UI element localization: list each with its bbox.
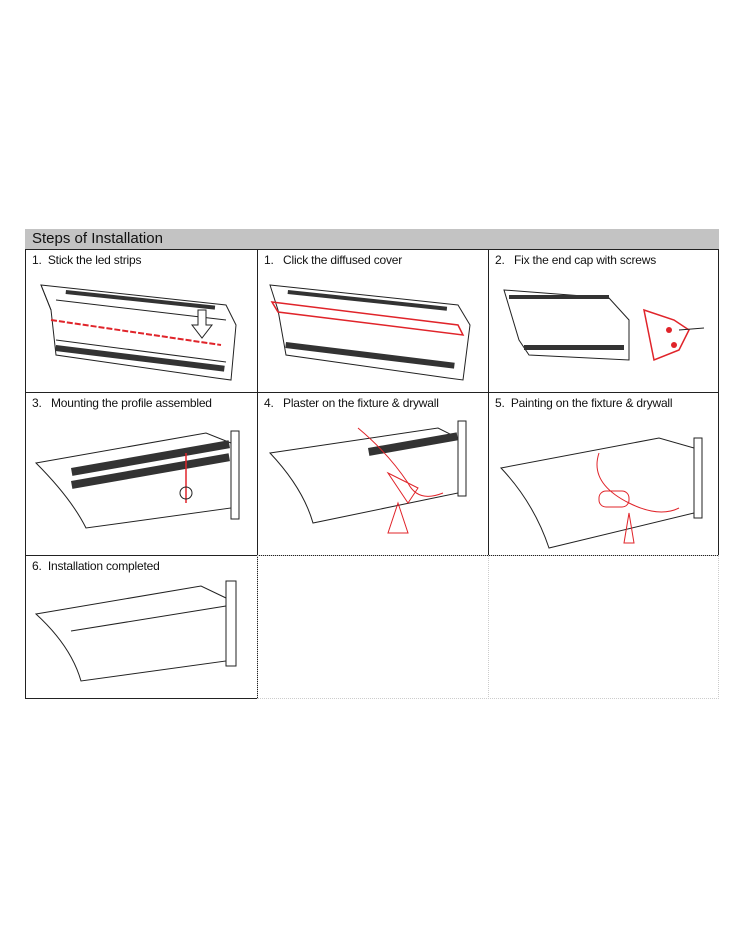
completed-illustration <box>34 580 237 682</box>
step-label: 6. Installation completed <box>32 559 160 573</box>
step-cell-diffused-cover: 1. Click the diffused cover <box>257 249 489 393</box>
painting-illustration <box>500 437 703 549</box>
step-cell-plaster: 4. Plaster on the fixture & drywall <box>257 392 489 556</box>
step-label: 1. Stick the led strips <box>32 253 142 267</box>
empty-cell <box>257 555 489 699</box>
step-cell-completed: 6. Installation completed <box>25 555 258 699</box>
step-cell-end-cap: 2. Fix the end cap with screws <box>488 249 719 393</box>
mounting-illustration <box>34 430 240 529</box>
diffused-cover-illustration <box>269 284 471 381</box>
plaster-illustration <box>268 420 467 534</box>
step-cell-mounting: 3. Mounting the profile assembled <box>25 392 258 556</box>
step-cell-stick-led: 1. Stick the led strips <box>25 249 258 393</box>
step-cell-painting: 5. Painting on the fixture & drywall <box>488 392 719 556</box>
step-label: 5. Painting on the fixture & drywall <box>495 396 673 410</box>
section-title: Steps of Installation <box>32 230 163 247</box>
step-label: 2. Fix the end cap with screws <box>495 253 657 267</box>
step-label: 1. Click the diffused cover <box>264 253 403 267</box>
step-label: 3. Mounting the profile assembled <box>32 396 212 410</box>
step-label: 4. Plaster on the fixture & drywall <box>264 396 439 410</box>
section-header: Steps of Installation <box>25 229 719 249</box>
empty-cell <box>488 555 719 699</box>
end-cap-illustration <box>503 289 705 362</box>
led-strip-profile-illustration <box>40 284 237 381</box>
